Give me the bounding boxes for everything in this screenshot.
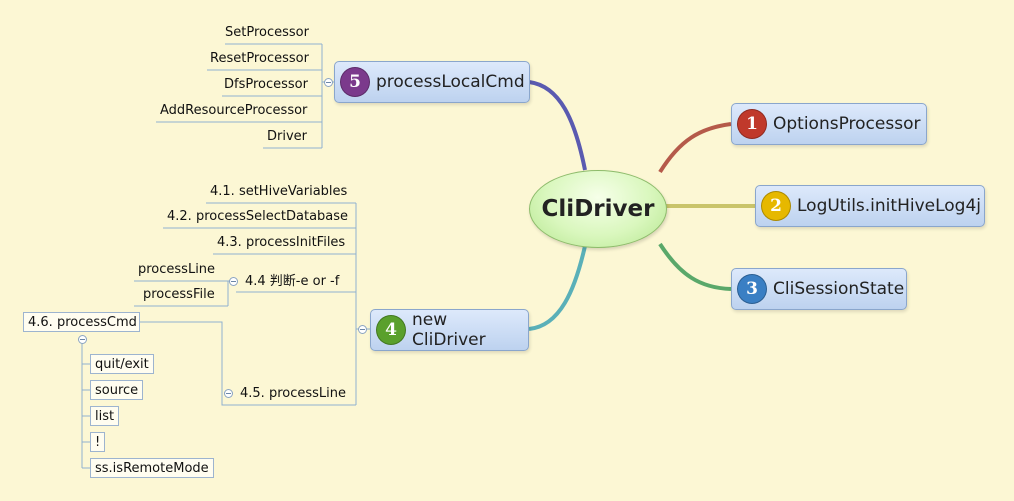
- leaf-driver[interactable]: Driver: [267, 129, 308, 144]
- collapse-toggle-new-clidriver[interactable]: [358, 325, 367, 334]
- leaf-ss-is-remote-mode[interactable]: ss.isRemoteMode: [90, 458, 214, 478]
- central-topic[interactable]: CliDriver: [529, 170, 667, 248]
- branch-options-processor: [658, 122, 732, 174]
- leaf-add-resource-processor[interactable]: AddResourceProcessor: [160, 103, 308, 118]
- leaf-dfs-processor[interactable]: DfsProcessor: [224, 77, 308, 92]
- branch-process-local-cmd: [528, 80, 587, 171]
- topic-options-processor[interactable]: 1 OptionsProcessor: [731, 103, 927, 145]
- topic-log-utils-label: LogUtils.initHiveLog4j: [797, 196, 981, 216]
- leaf-bang[interactable]: !: [90, 432, 106, 452]
- leaf-process-file[interactable]: processFile: [143, 287, 215, 302]
- leaf-process-line[interactable]: 4.5. processLine: [240, 386, 346, 401]
- number-4-icon: 4: [376, 315, 406, 345]
- number-1-icon: 1: [737, 109, 767, 139]
- topic-process-local-cmd[interactable]: 5 processLocalCmd: [334, 61, 530, 103]
- number-5-icon: 5: [340, 67, 370, 97]
- leaf-judge-e-f[interactable]: 4.4 判断-e or -f: [245, 274, 340, 289]
- number-2-icon: 2: [761, 191, 791, 221]
- collapse-toggle-process-local-cmd[interactable]: [324, 78, 333, 87]
- leaf-list[interactable]: list: [90, 406, 120, 426]
- leaf-quit-exit[interactable]: quit/exit: [90, 354, 154, 374]
- collapse-toggle-process-cmd[interactable]: [78, 335, 87, 344]
- central-topic-label: CliDriver: [541, 196, 655, 222]
- topic-cli-session-state-label: CliSessionState: [773, 279, 905, 299]
- leaf-set-processor[interactable]: SetProcessor: [225, 25, 309, 40]
- leaf-process-line-sub[interactable]: processLine: [138, 262, 216, 277]
- collapse-toggle-process-line[interactable]: [224, 389, 233, 398]
- branch-new-clidriver: [528, 245, 587, 331]
- node-process-cmd[interactable]: 4.6. processCmd: [23, 312, 140, 332]
- leaf-source[interactable]: source: [90, 380, 144, 400]
- number-3-icon: 3: [737, 274, 767, 304]
- topic-options-processor-label: OptionsProcessor: [773, 114, 921, 134]
- branch-cli-session-state: [658, 242, 732, 291]
- collapse-toggle-judge-e-f[interactable]: [229, 277, 238, 286]
- leaf-process-select-database[interactable]: 4.2. processSelectDatabase: [167, 209, 349, 224]
- topic-log-utils[interactable]: 2 LogUtils.initHiveLog4j: [755, 185, 985, 227]
- topic-new-clidriver-label: new CliDriver: [412, 310, 486, 350]
- topic-new-clidriver[interactable]: 4 new CliDriver: [370, 309, 529, 351]
- topic-cli-session-state[interactable]: 3 CliSessionState: [731, 268, 907, 310]
- leaf-reset-processor[interactable]: ResetProcessor: [210, 51, 309, 66]
- topic-process-local-cmd-label: processLocalCmd: [376, 72, 525, 92]
- leaf-set-hive-variables[interactable]: 4.1. setHiveVariables: [210, 184, 348, 199]
- leaf-process-init-files[interactable]: 4.3. processInitFiles: [217, 235, 346, 250]
